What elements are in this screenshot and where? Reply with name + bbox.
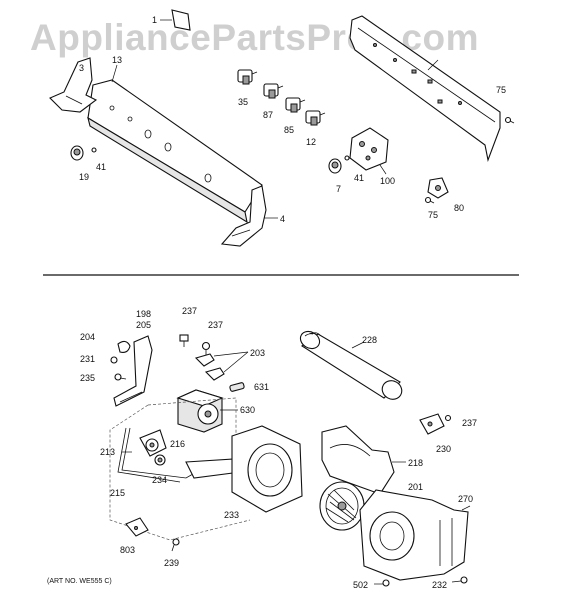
part-7-knob [328, 158, 342, 174]
part-228-exhaust-duct [299, 330, 403, 400]
part-630-motor [176, 389, 238, 433]
callout-label: 201 [408, 482, 423, 492]
callout-label: 232 [432, 580, 447, 590]
part-80-bracket [427, 177, 449, 199]
art-number-note: (ART NO. WE555 C) [47, 578, 112, 585]
part-234-wheel [154, 454, 166, 466]
callout-label: 3 [79, 63, 84, 73]
callout-label: 213 [100, 447, 115, 457]
part-230-thermostat [419, 413, 445, 435]
callout-label: 12 [306, 137, 316, 147]
callout-label: 7 [336, 184, 341, 194]
part-41-spring [344, 155, 350, 161]
callout-label: 198 [136, 309, 151, 319]
part-233-blower-housing [231, 425, 303, 513]
callout-label: 4 [280, 214, 285, 224]
callout-label: 41 [354, 173, 364, 183]
part-85-switch [285, 97, 306, 113]
callout-label: 35 [238, 97, 248, 107]
callout-label: 80 [454, 203, 464, 213]
part-1-card [160, 9, 191, 31]
part-201-blower-wheel [319, 481, 365, 531]
back-panel [349, 15, 501, 162]
callout-labels-top: 1 13 3 35 87 85 12 19 41 7 41 100 4 75 7… [79, 15, 506, 224]
part-75-screw [424, 196, 435, 204]
part-204-clip [117, 340, 131, 353]
part-19-knob [70, 145, 84, 161]
callout-label: 100 [380, 176, 395, 186]
part-803-terminal [125, 517, 149, 537]
callout-label: 41 [96, 162, 106, 172]
callout-label: 13 [112, 55, 122, 65]
callout-label: 502 [353, 580, 368, 590]
part-41-spring [91, 147, 97, 153]
callout-label: 270 [458, 494, 473, 504]
callout-label: 216 [170, 439, 185, 449]
part-4-end-cap-right [220, 185, 278, 247]
callout-label: 203 [250, 348, 265, 358]
callout-label: 228 [362, 335, 377, 345]
part-231-fastener [110, 356, 118, 364]
assembly-dashed-frame [109, 397, 251, 541]
part-87-switch [263, 83, 284, 99]
callout-label: 218 [408, 458, 423, 468]
callout-label: 204 [80, 332, 95, 342]
callout-label: 87 [263, 110, 273, 120]
part-203-clamp [194, 351, 249, 381]
callout-label: 237 [462, 418, 477, 428]
callout-label: 239 [164, 558, 179, 568]
callout-label: 231 [80, 354, 95, 364]
callout-label: 235 [80, 373, 95, 383]
callout-label: 237 [208, 320, 223, 330]
callout-label: 230 [436, 444, 451, 454]
callout-label: 630 [240, 405, 255, 415]
callout-label: 215 [110, 488, 125, 498]
callout-label: 205 [136, 320, 151, 330]
callout-label: 237 [182, 306, 197, 316]
part-237-screw [444, 414, 452, 422]
part-13-control-panel [87, 64, 263, 224]
part-239-screw [171, 538, 180, 552]
callout-labels-bottom: 198 205 204 231 235 237 237 203 631 228 … [80, 306, 477, 590]
part-631-fuse [229, 382, 245, 392]
part-205-bracket [113, 335, 153, 407]
callout-label: 85 [284, 125, 294, 135]
part-270-rear-housing [359, 489, 471, 581]
callout-label: 75 [496, 85, 506, 95]
part-237-screw [179, 334, 189, 347]
part-235-screw [114, 373, 127, 381]
part-232-screw [451, 576, 468, 584]
callout-label: 75 [428, 210, 438, 220]
callout-label: 234 [152, 475, 167, 485]
part-12-switch [305, 110, 326, 126]
callout-label: 631 [254, 382, 269, 392]
part-218-duct [321, 425, 406, 495]
part-100-switch-block [349, 127, 389, 175]
callout-label: 1 [152, 15, 157, 25]
callout-label: 19 [79, 172, 89, 182]
part-35-switch [237, 69, 258, 85]
callout-label: 233 [224, 510, 239, 520]
part-216-idler-pulley [139, 429, 167, 457]
part-75-screw [504, 116, 515, 124]
part-502-screw [374, 579, 390, 587]
part-3-end-cap-left [49, 57, 98, 113]
callout-label: 803 [120, 545, 135, 555]
